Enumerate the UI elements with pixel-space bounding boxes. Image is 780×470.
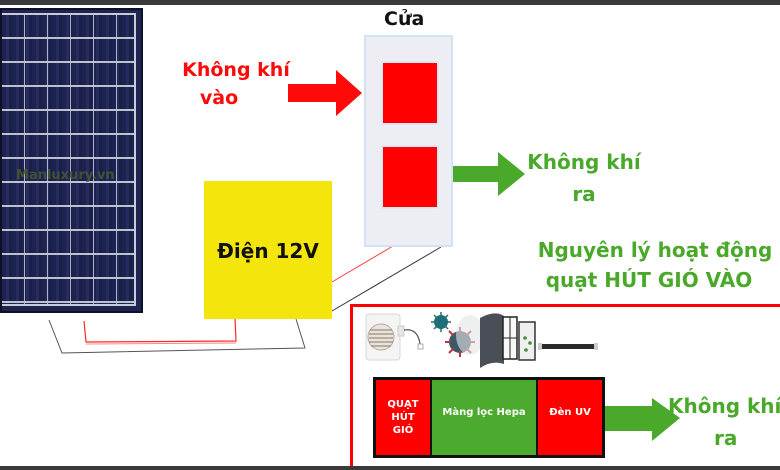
wire-red-power-door <box>331 245 394 283</box>
air-in-line1: Không khí <box>182 59 290 81</box>
air-out-bottom-line1: Không khí <box>668 394 780 418</box>
component-uv-lamp: Đèn UV <box>538 380 602 455</box>
principle-title-line1: Nguyên lý hoạt động <box>537 238 773 262</box>
air-out-top-line1: Không khí <box>527 150 641 174</box>
wire-black-panel-power <box>48 318 306 354</box>
wire-black-power-door <box>331 246 442 312</box>
component-strip: QUẠT HÚT GIÓ Màng lọc Hepa Đèn UV <box>373 377 605 458</box>
air-out-bottom-line2: ra <box>714 426 738 450</box>
wire-red-panel-power-2 <box>85 342 237 345</box>
power-supply-12v: Điện 12V <box>204 181 332 319</box>
door <box>364 35 453 247</box>
component-hepa-filter: Màng lọc Hepa <box>432 380 536 455</box>
component-hepa-label: Màng lọc Hepa <box>442 407 526 418</box>
air-in-line2: vào <box>199 87 239 109</box>
component-uv-label: Đèn UV <box>549 407 591 418</box>
air-out-top-label: Không khí ra <box>516 146 666 210</box>
door-pane-top <box>381 61 439 125</box>
solar-panel-cells <box>2 13 136 306</box>
principle-title-line2: quạt HÚT GIÓ VÀO <box>545 268 753 292</box>
watermark-text: Manluxury.vn <box>16 168 115 183</box>
component-fan-line2: HÚT <box>391 412 415 423</box>
component-fan: QUẠT HÚT GIÓ <box>376 380 430 455</box>
air-out-bottom-label: Không khí ra <box>668 390 780 454</box>
wire-red-panel-power <box>83 317 237 343</box>
air-out-top-line2: ra <box>572 182 596 206</box>
bottom-border <box>0 466 780 470</box>
component-fan-line1: QUẠT <box>387 399 419 410</box>
door-title: Cửa <box>384 8 425 30</box>
door-pane-bottom <box>381 145 439 209</box>
principle-title: Nguyên lý hoạt động quạt HÚT GIÓ VÀO <box>510 235 780 295</box>
power-label: Điện 12V <box>217 239 319 263</box>
solar-panel <box>0 8 143 313</box>
top-border <box>0 0 780 5</box>
component-fan-line3: GIÓ <box>392 425 414 436</box>
air-in-label: Không khí vào <box>166 56 306 112</box>
